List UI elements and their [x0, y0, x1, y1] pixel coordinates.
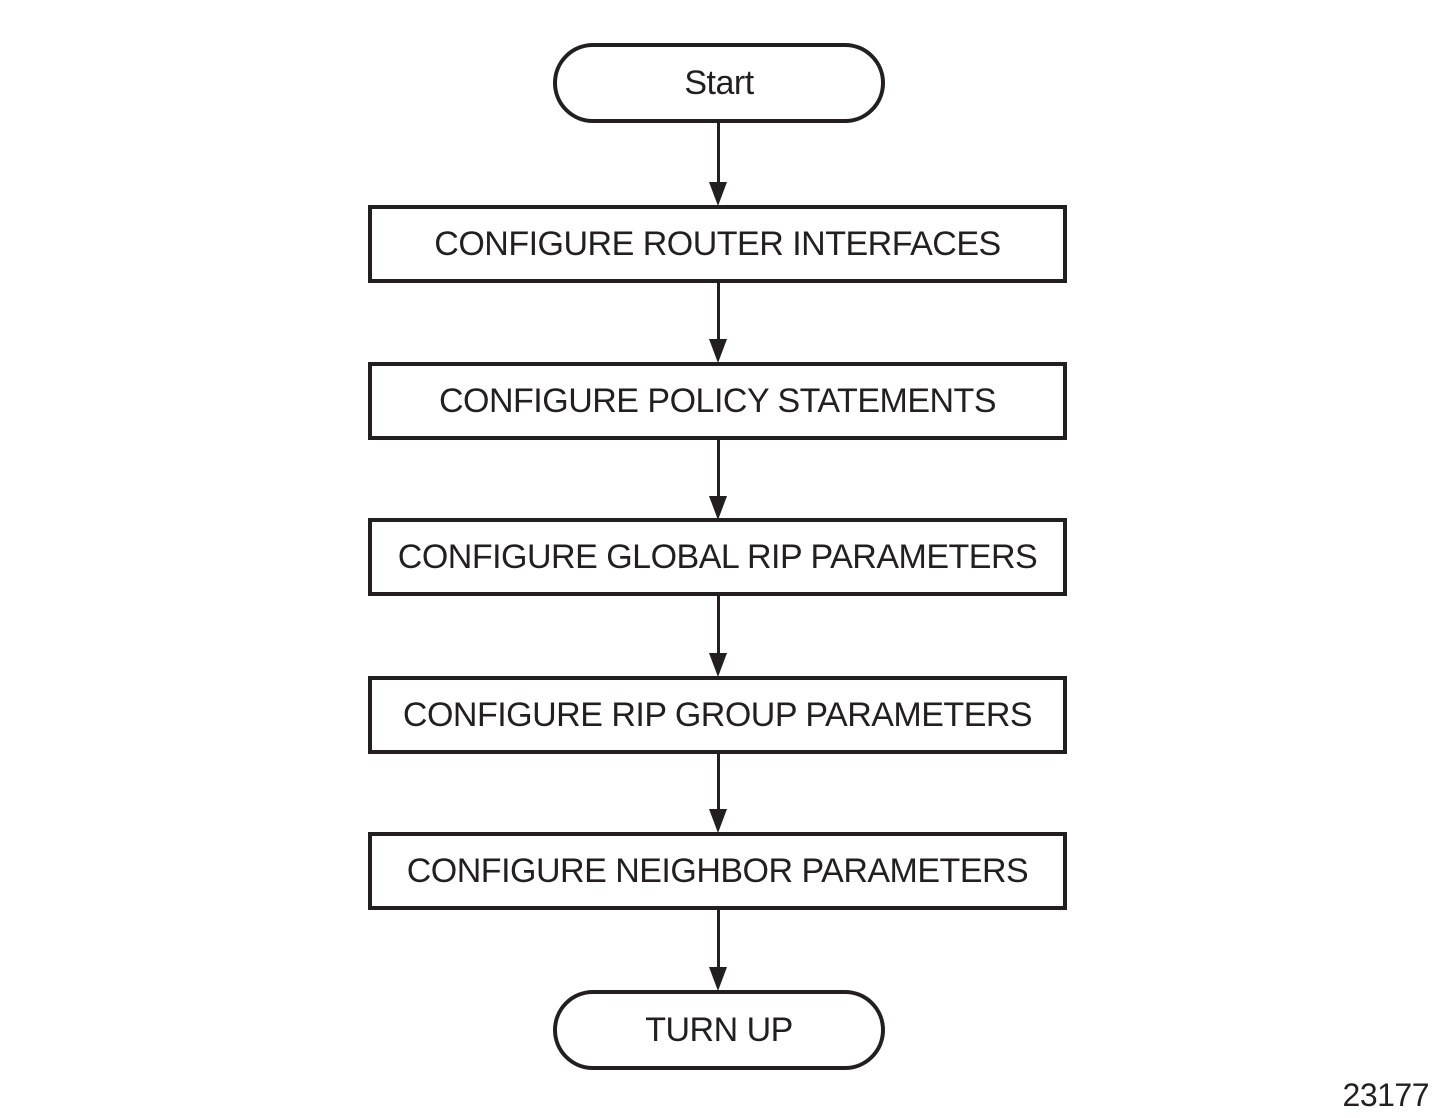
- flow-node-configure-rip-group-parameters-label: CONFIGURE RIP GROUP PARAMETERS: [402, 695, 1033, 734]
- flow-node-turn-up-label: TURN UP: [645, 1010, 793, 1049]
- arrow-down-icon: [706, 908, 730, 991]
- flow-node-configure-global-rip-parameters-label: CONFIGURE GLOBAL RIP PARAMETERS: [397, 537, 1038, 576]
- arrow-head: [709, 809, 727, 833]
- arrow-shaft: [716, 908, 720, 967]
- flow-node-configure-neighbor-parameters: CONFIGURE NEIGHBOR PARAMETERS: [368, 832, 1067, 910]
- figure-number: 23177: [1342, 1077, 1430, 1113]
- flow-node-turn-up: TURN UP: [553, 990, 885, 1070]
- arrow-shaft: [716, 281, 720, 339]
- arrow-shaft: [716, 752, 720, 809]
- arrow-down-icon: [706, 595, 730, 677]
- arrow-head: [709, 496, 727, 520]
- arrow-down-icon: [706, 281, 730, 363]
- arrow-down-icon: [706, 752, 730, 833]
- arrow-shaft: [716, 595, 720, 653]
- arrow-shaft: [716, 439, 720, 496]
- arrow-down-icon: [706, 122, 730, 206]
- arrow-shaft: [716, 122, 720, 182]
- flow-node-configure-policy-statements-label: CONFIGURE POLICY STATEMENTS: [438, 381, 997, 420]
- flow-node-start: Start: [553, 43, 885, 123]
- arrow-head: [709, 653, 727, 677]
- flow-node-configure-router-interfaces-label: CONFIGURE ROUTER INTERFACES: [434, 224, 1001, 263]
- flow-node-configure-rip-group-parameters: CONFIGURE RIP GROUP PARAMETERS: [368, 676, 1067, 754]
- arrow-head: [709, 182, 727, 206]
- flow-node-configure-global-rip-parameters: CONFIGURE GLOBAL RIP PARAMETERS: [368, 518, 1067, 596]
- arrow-down-icon: [706, 439, 730, 520]
- flow-node-start-label: Start: [684, 63, 754, 102]
- flow-node-configure-policy-statements: CONFIGURE POLICY STATEMENTS: [368, 362, 1067, 440]
- arrow-head: [709, 967, 727, 991]
- flow-node-configure-neighbor-parameters-label: CONFIGURE NEIGHBOR PARAMETERS: [406, 851, 1029, 890]
- flow-node-configure-router-interfaces: CONFIGURE ROUTER INTERFACES: [368, 205, 1067, 283]
- arrow-head: [709, 339, 727, 363]
